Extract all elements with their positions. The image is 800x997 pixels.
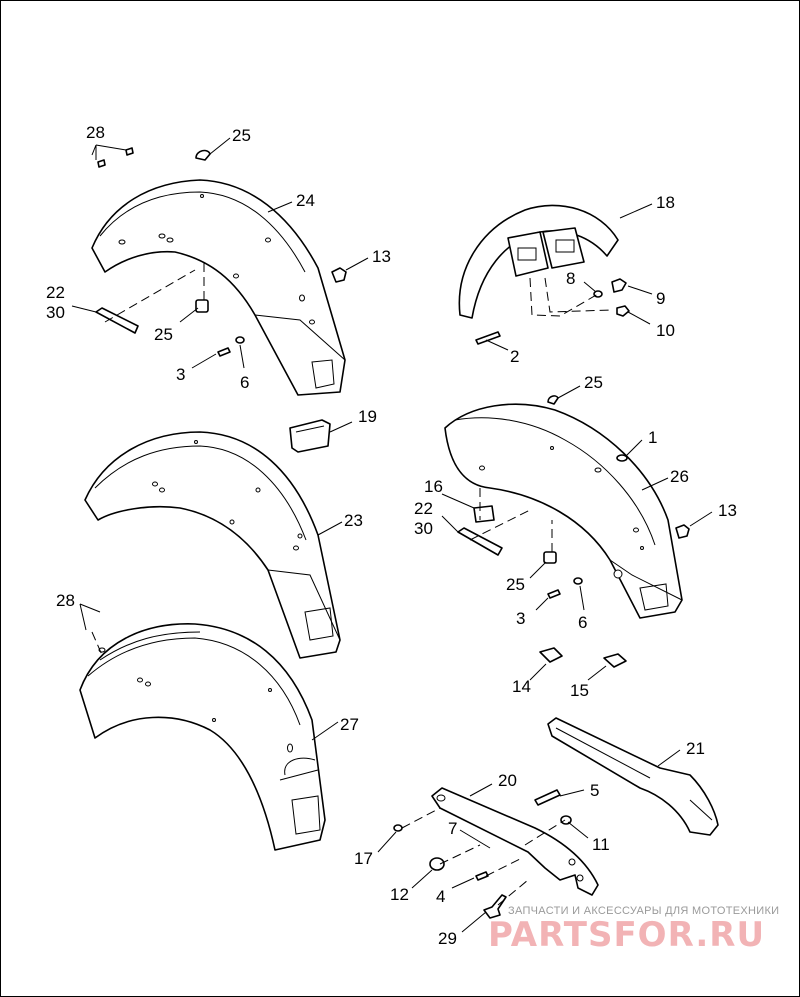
label-29: 29	[438, 929, 457, 948]
leader-lines	[71, 137, 713, 933]
label-18: 18	[656, 193, 675, 212]
label-9: 9	[656, 289, 665, 308]
support-rail-21	[547, 717, 719, 836]
label-13-right: 13	[718, 501, 737, 520]
label-10: 10	[656, 321, 675, 340]
label-26: 26	[670, 467, 689, 486]
label-28-lower: 28	[56, 591, 75, 610]
label-13-left: 13	[372, 247, 391, 266]
label-17: 17	[354, 849, 373, 868]
label-22-left: 22	[46, 283, 65, 302]
label-16: 16	[424, 477, 443, 496]
label-4: 4	[436, 887, 445, 906]
label-3-right: 3	[516, 609, 525, 628]
label-3-left: 3	[176, 365, 185, 384]
rear-fender-27	[79, 623, 326, 851]
label-5: 5	[590, 781, 599, 800]
support-rail-20	[431, 787, 599, 896]
hardware	[95, 147, 690, 919]
bracket-19	[289, 419, 331, 453]
label-28-top: 28	[86, 123, 105, 142]
label-1: 1	[648, 428, 657, 447]
rear-fender-23	[84, 431, 341, 659]
assembly-lines	[91, 260, 613, 906]
label-21: 21	[686, 739, 705, 758]
label-6-right: 6	[578, 613, 587, 632]
label-25-lower: 25	[506, 575, 525, 594]
label-20: 20	[498, 771, 517, 790]
label-22-right: 22	[414, 499, 433, 518]
watermark: ЗАПЧАСТИ И АКСЕССУАРЫ ДЛЯ МОТОТЕХНИКИ PA…	[488, 905, 779, 955]
label-7: 7	[448, 819, 457, 838]
label-6-left: 6	[240, 373, 249, 392]
label-11: 11	[592, 835, 610, 854]
watermark-caption: ЗАПЧАСТИ И АКСЕССУАРЫ ДЛЯ МОТОТЕХНИКИ	[508, 905, 779, 917]
front-fender-18	[458, 204, 619, 319]
label-19: 19	[358, 407, 377, 426]
label-30-right: 30	[414, 519, 433, 538]
label-25-top: 25	[232, 126, 251, 145]
label-27: 27	[340, 715, 359, 734]
label-14: 14	[512, 677, 531, 696]
label-8: 8	[566, 269, 575, 288]
label-25-left: 25	[154, 325, 173, 344]
label-30-left: 30	[46, 303, 65, 322]
label-23: 23	[344, 511, 363, 530]
rear-fender-24	[91, 179, 346, 396]
part-labels: 28 25 24 13 22 30 25 3 6 18 8 9 10 2 19 …	[46, 123, 737, 948]
label-2: 2	[510, 347, 519, 366]
watermark-brand: PARTSFOR.RU	[488, 915, 765, 955]
label-15: 15	[570, 681, 589, 700]
label-25-right: 25	[584, 373, 603, 392]
label-12: 12	[390, 885, 409, 904]
label-24: 24	[296, 191, 315, 210]
